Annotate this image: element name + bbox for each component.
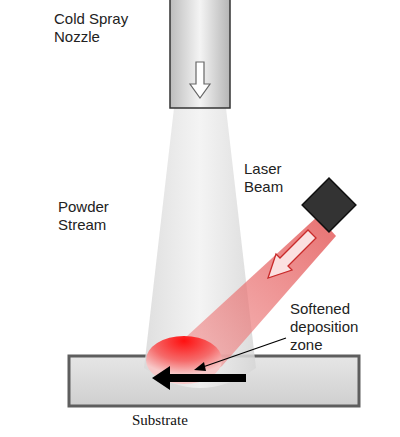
label-text: Substrate xyxy=(132,411,252,429)
label-text: Powder Stream xyxy=(58,198,130,234)
laser-arrow xyxy=(268,230,316,278)
label-text: Laser Beam xyxy=(244,160,306,196)
laser-head xyxy=(302,178,356,232)
callout-text: Softened deposition zone xyxy=(290,300,380,354)
leader-head xyxy=(194,362,206,371)
leader-line xyxy=(200,338,286,368)
label-text: Cold Spray Nozzle xyxy=(54,10,149,46)
flow-arrow xyxy=(190,62,210,98)
spray-nozzle xyxy=(170,0,230,108)
